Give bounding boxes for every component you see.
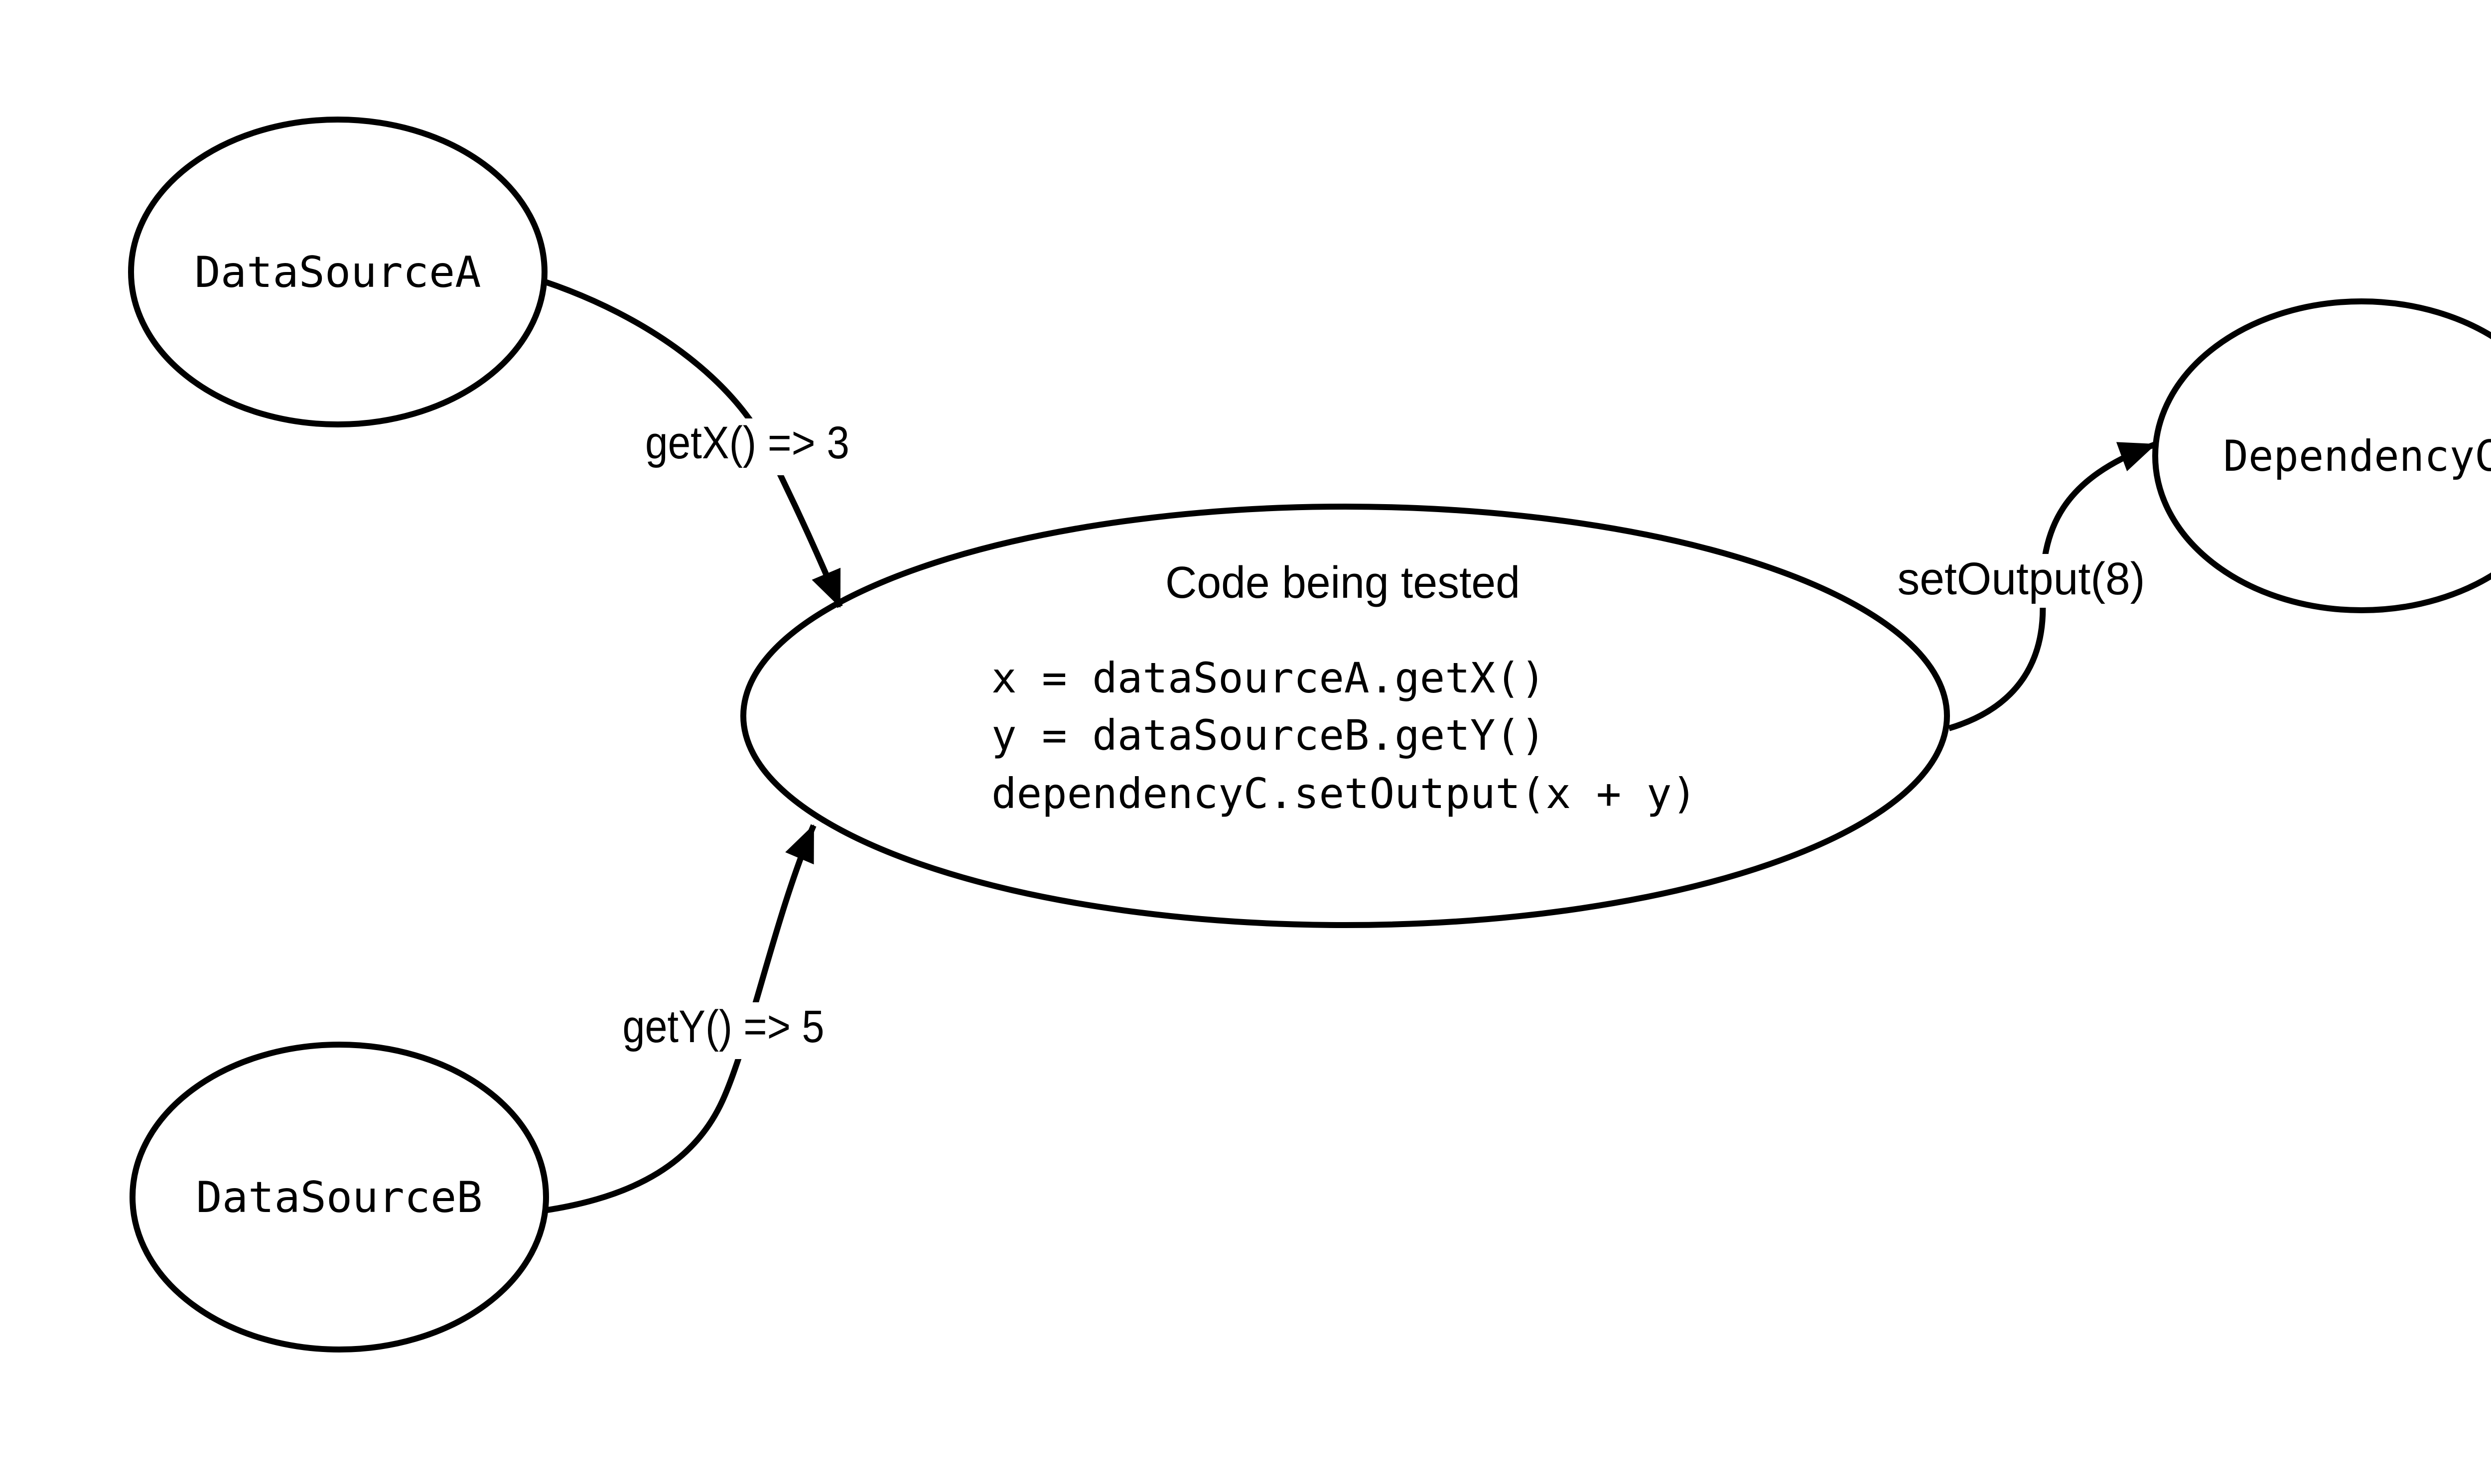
node-label-dependency-c: DependencyC (2223, 431, 2491, 481)
node-label-datasource-a: DataSourceA (195, 248, 481, 297)
edge-datasource-b-to-code (544, 824, 817, 1214)
code-line-1: x = dataSourceA.getX() (991, 654, 1546, 702)
edge-label-bg-setoutput (1893, 554, 2149, 608)
code-line-2: y = dataSourceB.getY() (991, 711, 1546, 760)
edge-label-gety: getY() => 5 (623, 1001, 825, 1052)
code-node-heading: Code being tested (1165, 558, 1520, 608)
edge-label-getx: getX() => 3 (645, 417, 849, 468)
node-ellipse-datasource-a (128, 117, 548, 427)
edge-label-bg-getx (634, 418, 861, 475)
edge-label-setoutput: setOutput(8) (1898, 553, 2145, 604)
edge-label-bg-gety (611, 1002, 836, 1059)
node-label-datasource-b: DataSourceB (196, 1173, 483, 1222)
node-ellipse-code-under-test (740, 504, 1950, 928)
node-ellipse-datasource-b (130, 1042, 549, 1352)
code-line-3: dependencyC.setOutput(x + y) (991, 769, 1697, 818)
